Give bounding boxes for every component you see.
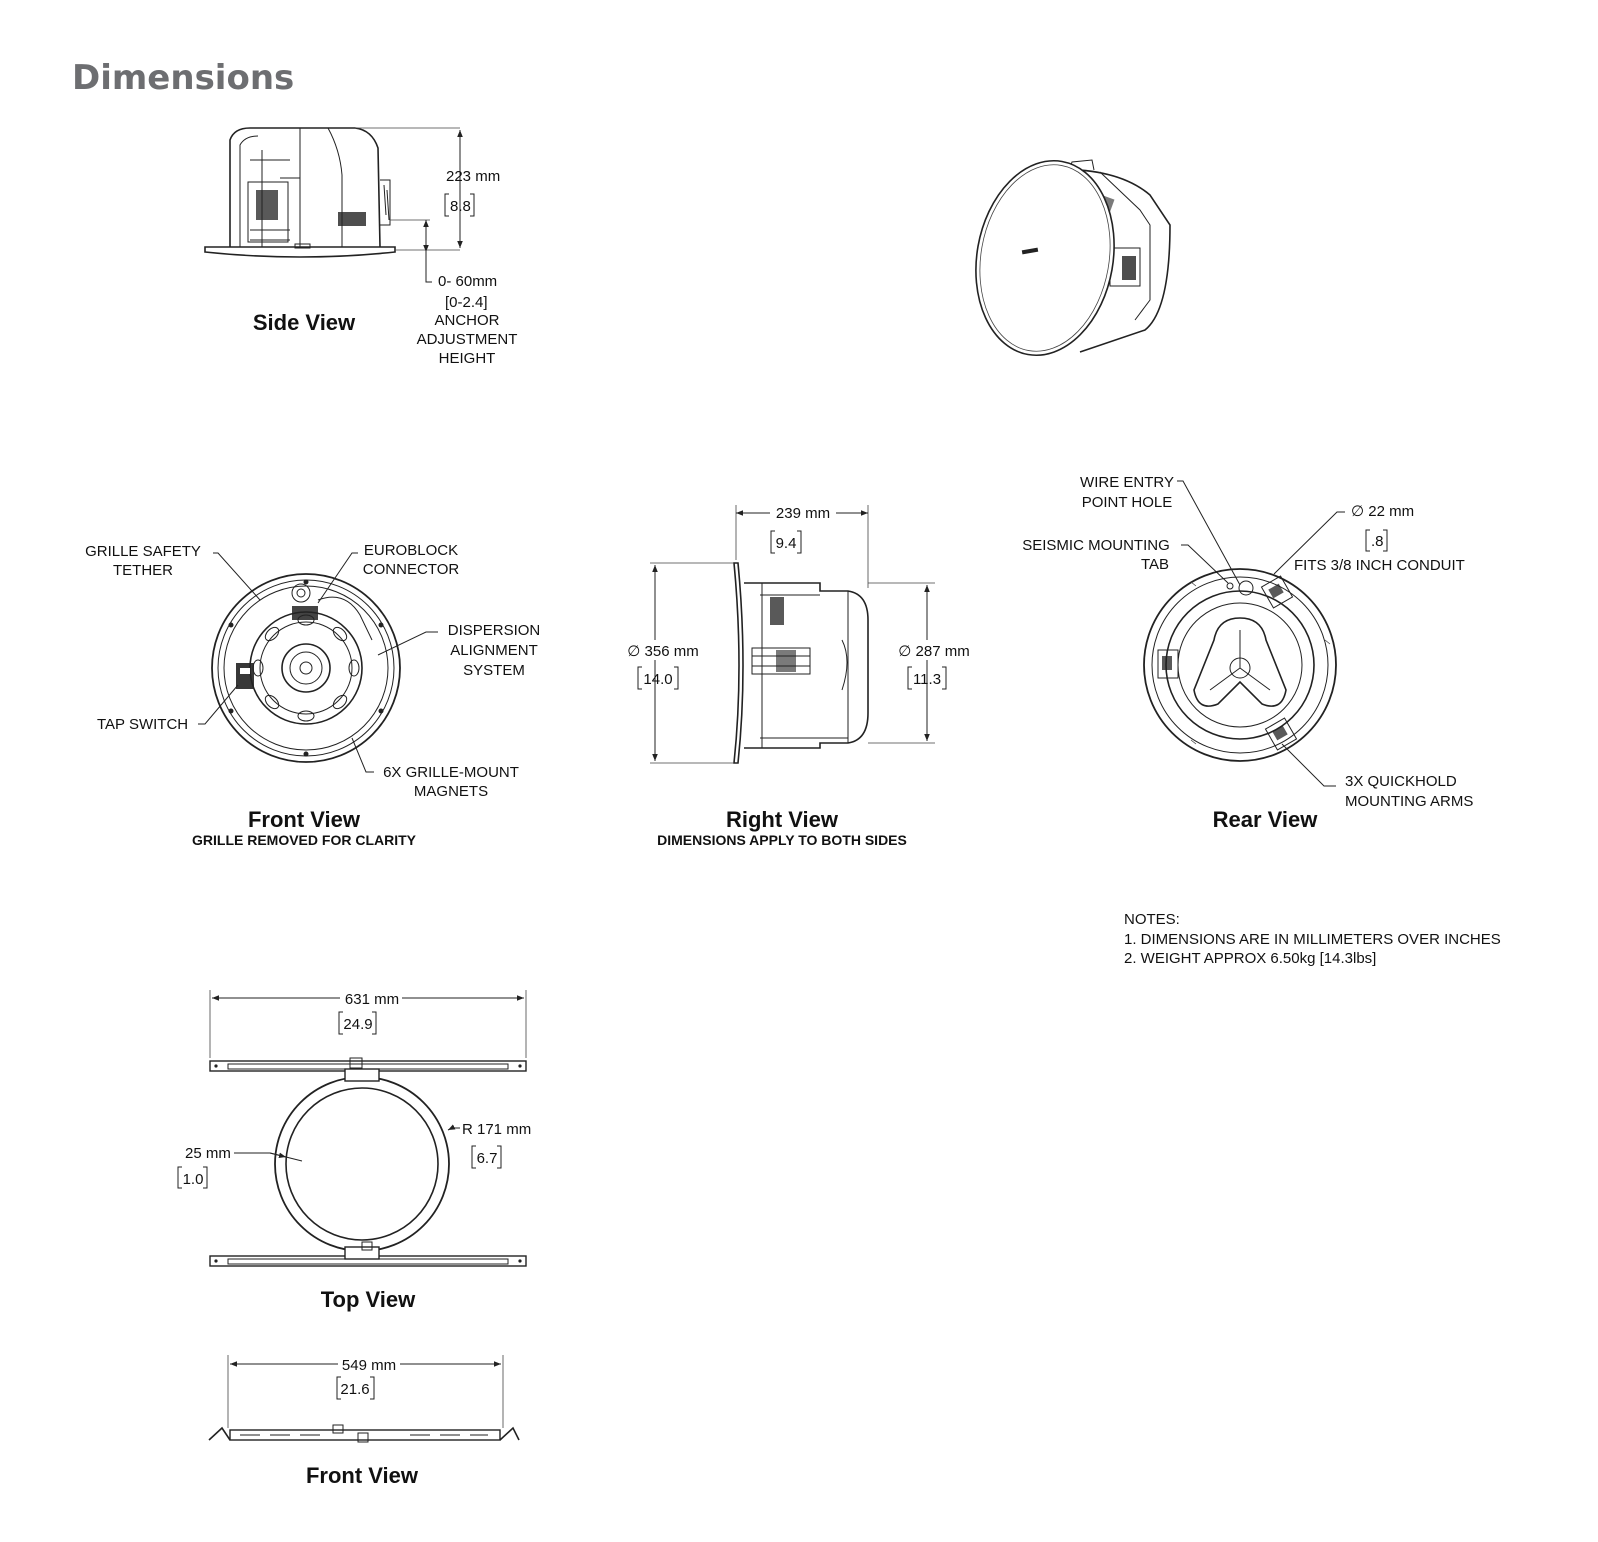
callout-quickhold-1: 3X QUICKHOLD — [1345, 773, 1457, 790]
callout-tap-switch: TAP SWITCH — [97, 716, 188, 733]
callout-dispersion-1: DISPERSION — [448, 622, 541, 639]
bracket-width-in: 21.6 — [340, 1381, 369, 1398]
callout-seismic-2: TAB — [1141, 556, 1169, 573]
rear-view-drawing — [1143, 480, 1388, 787]
rear-view-title: Rear View — [1213, 807, 1319, 832]
bracket-front-view-labels: 549 mm 21.6 Front View — [306, 1355, 419, 1488]
right-view-title: Right View — [726, 807, 839, 832]
callout-euroblock-2: CONNECTOR — [363, 561, 460, 578]
right-view-subtitle: DIMENSIONS APPLY TO BOTH SIDES — [657, 832, 907, 848]
callout-wire-entry-1: WIRE ENTRY — [1080, 474, 1174, 491]
callout-conduit-mm: ∅ 22 mm — [1351, 503, 1414, 520]
top-rail-mm: 25 mm — [185, 1145, 231, 1162]
page-title: Dimensions — [72, 58, 295, 98]
note-item: 1. DIMENSIONS ARE IN MILLIMETERS OVER IN… — [1124, 930, 1501, 948]
rear-view-labels: WIRE ENTRY POINT HOLE SEISMIC MOUNTING T… — [1022, 474, 1473, 832]
side-view-title: Side View — [253, 310, 356, 335]
note-item: 2. WEIGHT APPROX 6.50kg [14.3lbs] — [1124, 950, 1377, 967]
side-anchor-label-3: HEIGHT — [439, 350, 496, 367]
bracket-front-view-title: Front View — [306, 1463, 419, 1488]
front-view-labels: GRILLE SAFETY TETHER EUROBLOCK CONNECTOR… — [85, 542, 540, 848]
callout-magnets-2: MAGNETS — [414, 783, 488, 800]
right-inner-dia-in: 11.3 — [913, 671, 941, 688]
front-view-subtitle: GRILLE REMOVED FOR CLARITY — [192, 832, 417, 848]
bracket-front-view-drawing — [208, 1355, 520, 1443]
callout-grille-tether-1: GRILLE SAFETY — [85, 543, 201, 560]
callout-euroblock-1: EUROBLOCK — [364, 542, 458, 559]
top-view-drawing — [177, 990, 527, 1267]
right-outer-dia-mm: ∅ 356 mm — [627, 643, 698, 660]
top-width-mm: 631 mm — [345, 991, 399, 1008]
top-view-labels: 631 mm 24.9 R 171 mm 6.7 25 mm 1.0 Top V… — [183, 989, 531, 1312]
speaker-perspective-drawing — [975, 159, 1171, 357]
right-inner-dia-mm: ∅ 287 mm — [898, 643, 969, 660]
side-anchor-label-1: ANCHOR — [434, 312, 499, 329]
callout-conduit-in: .8 — [1371, 533, 1384, 550]
top-radius-in: 6.7 — [477, 1150, 498, 1167]
top-rail-in: 1.0 — [183, 1171, 204, 1188]
callout-conduit-fits: FITS 3/8 INCH CONDUIT — [1294, 557, 1465, 574]
side-height-in: 8.8 — [450, 198, 471, 215]
callout-dispersion-3: SYSTEM — [463, 662, 525, 679]
side-view-labels: 223 mm 8.8 0- 60mm [0-2.4] ANCHOR ADJUST… — [253, 168, 518, 367]
callout-quickhold-2: MOUNTING ARMS — [1345, 793, 1473, 810]
right-view-drawing — [637, 505, 947, 764]
right-view-labels: 239 mm 9.4 ∅ 356 mm 14.0 ∅ 287 mm 11.3 R… — [622, 503, 977, 848]
callout-seismic-1: SEISMIC MOUNTING — [1022, 537, 1170, 554]
side-anchor-in: [0-2.4] — [445, 294, 488, 311]
right-depth-mm: 239 mm — [776, 505, 830, 522]
bracket-width-mm: 549 mm — [342, 1357, 396, 1374]
top-view-title: Top View — [321, 1287, 416, 1312]
callout-wire-entry-2: POINT HOLE — [1082, 494, 1173, 511]
front-view-title: Front View — [248, 807, 361, 832]
side-anchor-mm: 0- 60mm — [438, 273, 497, 290]
callout-grille-tether-2: TETHER — [113, 562, 173, 579]
side-anchor-label-2: ADJUSTMENT — [417, 331, 518, 348]
top-radius-mm: R 171 mm — [462, 1121, 531, 1138]
front-view-drawing — [198, 552, 438, 773]
side-height-mm: 223 mm — [446, 168, 500, 185]
notes-block: NOTES: 1. DIMENSIONS ARE IN MILLIMETERS … — [1124, 910, 1501, 969]
right-depth-in: 9.4 — [776, 535, 797, 552]
top-width-in: 24.9 — [343, 1016, 372, 1033]
callout-magnets-1: 6X GRILLE-MOUNT — [383, 764, 519, 781]
right-outer-dia-in: 14.0 — [643, 671, 672, 688]
notes-heading: NOTES: — [1124, 911, 1180, 928]
side-view-drawing — [204, 127, 475, 283]
callout-dispersion-2: ALIGNMENT — [450, 642, 538, 659]
